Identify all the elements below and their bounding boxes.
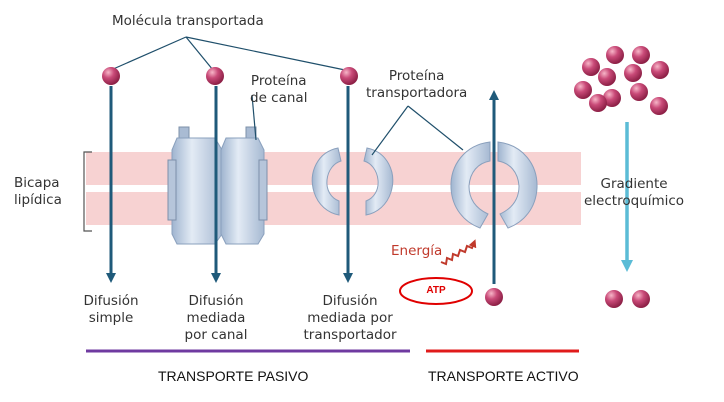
molecule <box>632 46 650 64</box>
molecules <box>102 46 669 308</box>
channel-protein-label: Proteína de canal <box>250 73 308 106</box>
carrier-diffusion-label: Difusión mediada por transportador <box>303 293 397 343</box>
molecule <box>606 46 624 64</box>
molecule <box>589 94 607 112</box>
molecule <box>632 290 650 308</box>
molecule-leader-lines <box>110 36 346 71</box>
active-transport-label: TRANSPORTE ACTIVO <box>428 368 579 384</box>
molecule <box>340 67 358 85</box>
simple-diffusion-label: Difusión simple <box>83 293 139 326</box>
carrier-protein-leaders <box>371 105 464 156</box>
channel-protein-icon <box>167 126 268 245</box>
molecule <box>598 68 616 86</box>
carrier-protein-label: Proteína transportadora <box>366 68 468 101</box>
molecule <box>630 83 648 101</box>
lipid-bilayer-label: Bicapa lipídica <box>14 175 62 208</box>
molecule <box>206 67 224 85</box>
molecule <box>582 58 600 76</box>
molecule <box>624 64 642 82</box>
passive-transport-label: TRANSPORTE PASIVO <box>158 368 309 384</box>
bilayer-bracket <box>83 151 92 232</box>
molecule <box>102 67 120 85</box>
molecule <box>485 288 503 306</box>
molecule <box>605 290 623 308</box>
energy-label: Energía <box>391 243 443 259</box>
molecule <box>651 61 669 79</box>
molecule <box>603 89 621 107</box>
active-carrier-protein-icon <box>450 141 538 229</box>
molecule <box>650 97 668 115</box>
transported-molecule-label: Molécula transportada <box>112 13 264 29</box>
energy-zigzag-icon <box>440 239 477 266</box>
channel-diffusion-label: Difusión mediada por canal <box>184 293 248 343</box>
carrier-protein-icon <box>311 147 394 216</box>
molecule <box>574 81 592 99</box>
atp-label: ATP <box>426 285 446 296</box>
gradient-label: Gradiente electroquímico <box>584 176 685 209</box>
channel-protein-leader <box>251 94 257 141</box>
atp-ellipse <box>399 277 473 305</box>
